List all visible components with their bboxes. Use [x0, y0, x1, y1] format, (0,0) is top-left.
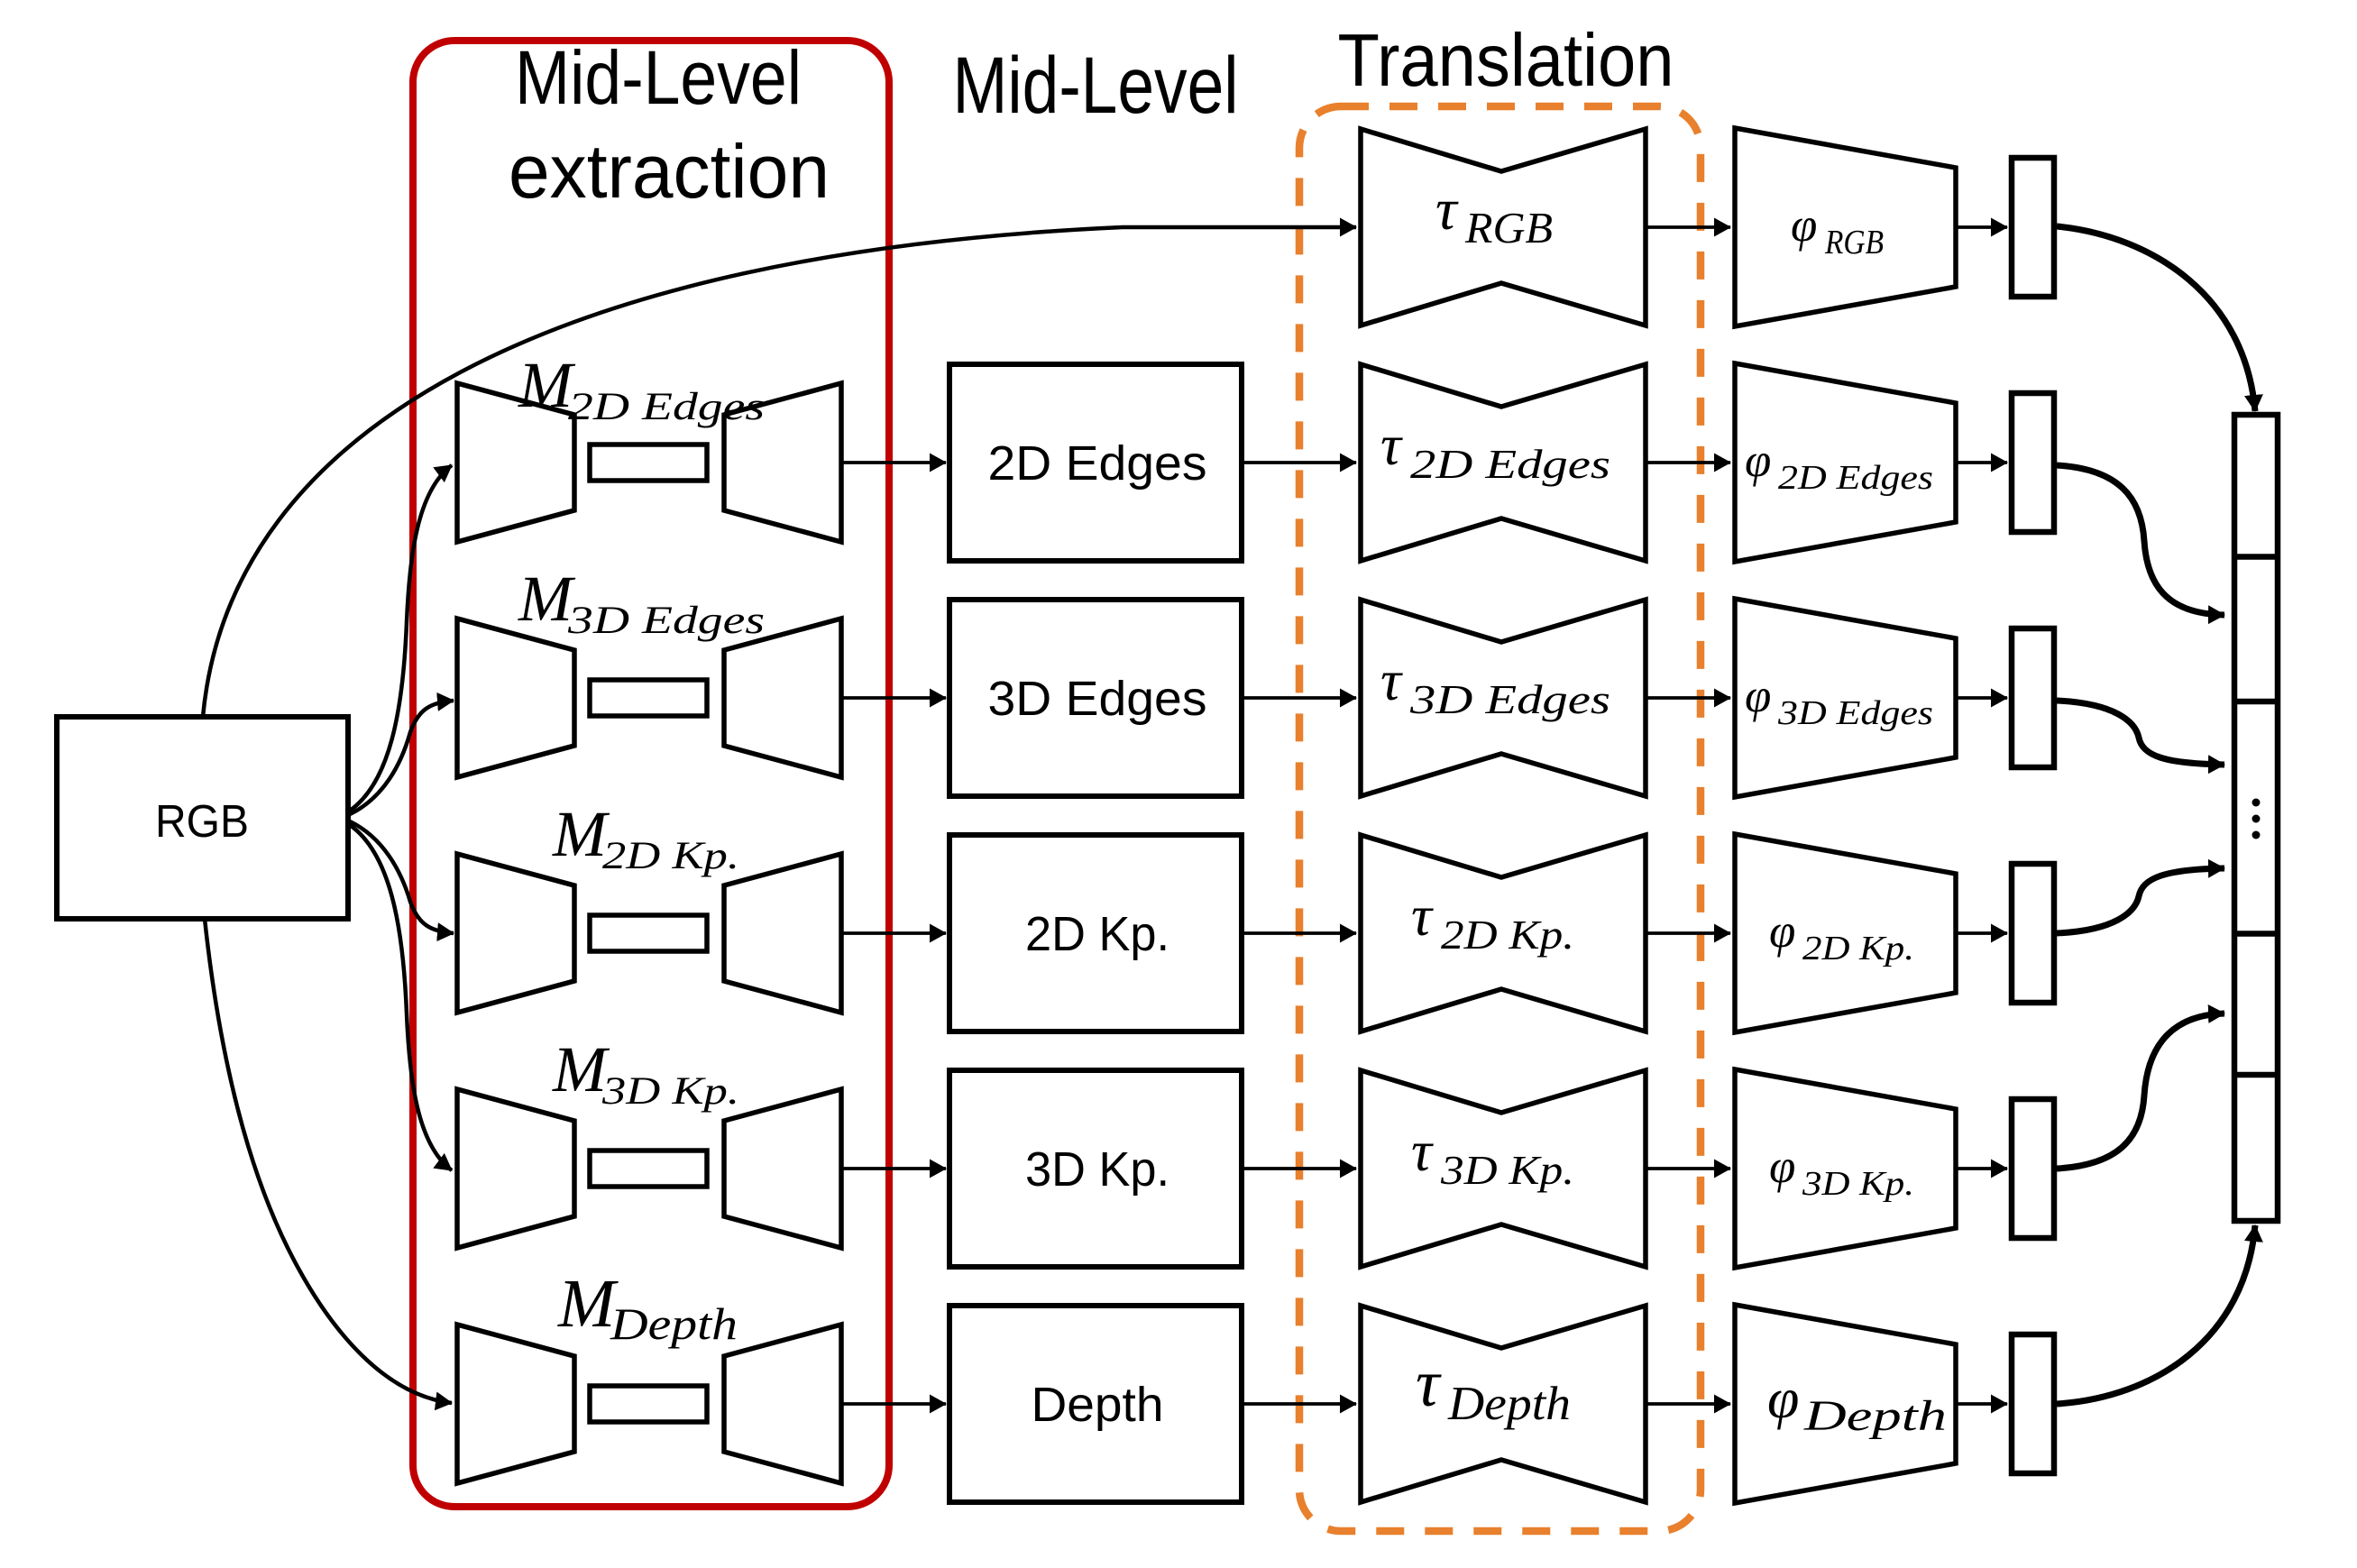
svg-text:3D Edges: 3D Edges [1409, 676, 1610, 722]
svg-text:RGB: RGB [1464, 203, 1553, 252]
svg-text:τ: τ [1435, 177, 1459, 243]
svg-text:τ: τ [1416, 1347, 1442, 1421]
svg-text:Mid-Level: Mid-Level [515, 35, 802, 120]
svg-text:2D Kp.: 2D Kp. [1802, 930, 1914, 967]
svg-text:2D Kp.: 2D Kp. [1441, 912, 1574, 958]
svg-text:τ: τ [1411, 1119, 1434, 1183]
svg-text:φ: φ [1769, 1141, 1795, 1193]
svg-text:M: M [552, 1033, 610, 1105]
svg-text:φ: φ [1745, 670, 1771, 722]
svg-text:2D Kp.: 2D Kp. [602, 835, 739, 877]
svg-text:φ: φ [1767, 1366, 1799, 1430]
svg-text:3D Kp.: 3D Kp. [1802, 1165, 1914, 1203]
svg-text:3D Edges: 3D Edges [1777, 694, 1933, 732]
svg-text:3D Edges: 3D Edges [988, 672, 1207, 726]
svg-text:φ: φ [1745, 435, 1771, 487]
svg-text:M: M [518, 563, 576, 635]
svg-text:RGB: RGB [1824, 224, 1884, 261]
svg-text:2D Edges: 2D Edges [1778, 459, 1933, 497]
svg-text:3D Kp.: 3D Kp. [1440, 1147, 1574, 1193]
svg-text:Depth: Depth [1032, 1378, 1164, 1432]
svg-text:extraction: extraction [509, 129, 830, 214]
svg-text:Depth: Depth [610, 1298, 738, 1349]
svg-text:Mid-Level: Mid-Level [953, 40, 1239, 130]
svg-text:Depth: Depth [1803, 1392, 1947, 1440]
svg-text:M: M [552, 798, 610, 870]
svg-text:M: M [518, 349, 576, 421]
svg-text:φ: φ [1769, 905, 1795, 958]
svg-text:2D Edges: 2D Edges [1410, 441, 1610, 487]
svg-text:2D Edges: 2D Edges [988, 436, 1207, 491]
svg-text:Translation: Translation [1338, 18, 1674, 102]
svg-text:M: M [557, 1266, 619, 1342]
svg-text:RGB: RGB [155, 795, 249, 847]
svg-text:3D Kp.: 3D Kp. [601, 1070, 739, 1113]
svg-text:3D Edges: 3D Edges [567, 600, 765, 642]
svg-text:φ: φ [1791, 199, 1817, 252]
svg-text:Depth: Depth [1447, 1378, 1571, 1430]
svg-text:τ: τ [1380, 413, 1403, 477]
svg-text:3D Kp.: 3D Kp. [1025, 1142, 1169, 1197]
svg-text:2D Kp.: 2D Kp. [1025, 907, 1169, 961]
svg-text:τ: τ [1411, 884, 1434, 948]
svg-text:2D Edges: 2D Edges [568, 386, 765, 428]
svg-text:τ: τ [1380, 648, 1403, 712]
